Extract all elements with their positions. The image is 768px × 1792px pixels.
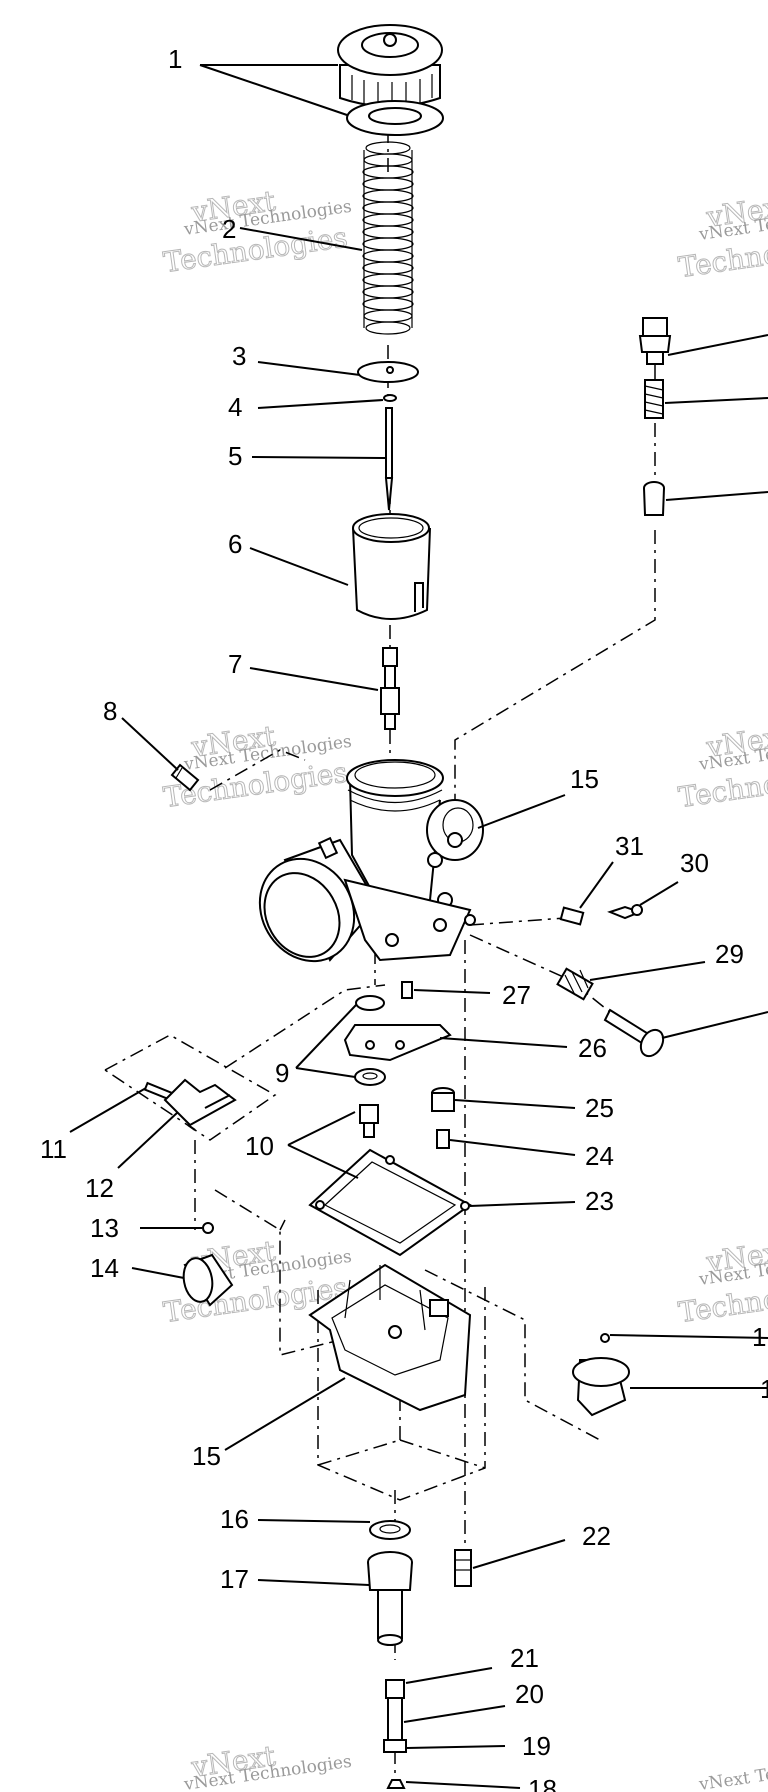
- part-7-needle-jet: [380, 647, 400, 730]
- part-17-drain-plug: [367, 1551, 413, 1646]
- part-31-spring: [559, 906, 585, 926]
- part-8-pilot-screw: [170, 763, 200, 792]
- part-30-screw: [607, 904, 643, 920]
- callout-2: 2: [222, 214, 236, 244]
- callout-20: 20: [515, 1679, 544, 1709]
- part-9-o-ring-upper: [355, 995, 385, 1011]
- callout-right-1: 1: [752, 1322, 766, 1352]
- callout-9: 9: [275, 1058, 289, 1088]
- callout-13: 13: [90, 1213, 119, 1243]
- callout-4: 4: [228, 392, 242, 422]
- part-right-fitting: [638, 317, 672, 365]
- watermark-text: vNext Technologies: [697, 1752, 768, 1792]
- part-21-jet-holder: [383, 1679, 407, 1753]
- part-24-jet: [436, 1129, 450, 1149]
- callout-31: 31: [615, 831, 644, 861]
- assembly-guide-lines: [104, 100, 656, 1782]
- callout-12: 12: [85, 1173, 114, 1203]
- callout-22: 22: [582, 1521, 611, 1551]
- callout-3: 3: [232, 341, 246, 371]
- callout-17: 17: [220, 1564, 249, 1594]
- part-9-o-ring-lower: [354, 1068, 386, 1086]
- part-15-carburetor-body: [258, 759, 484, 963]
- callout-24: 24: [585, 1141, 614, 1171]
- callout-19: 19: [522, 1731, 551, 1761]
- part-14-float: [182, 1253, 234, 1307]
- part-29-spring: [556, 967, 594, 1001]
- callout-18: 18: [528, 1774, 557, 1792]
- callout-15-upper: 15: [570, 764, 599, 794]
- part-26-plate: [343, 1024, 452, 1062]
- part-18-jet: [386, 1779, 406, 1789]
- part-5-needle: [384, 407, 394, 511]
- callout-11: 11: [40, 1134, 67, 1164]
- callout-25: 25: [585, 1093, 614, 1123]
- callout-1: 1: [168, 44, 182, 74]
- part-12-float-arm: [163, 1078, 237, 1131]
- callout-labels: 1 2 3 4 5 6 7 8 15 31 30 29 27 9 26 25 1…: [40, 44, 768, 1792]
- part-1-washer: [346, 100, 444, 136]
- part-27-float-pin: [401, 981, 413, 999]
- callout-23: 23: [585, 1186, 614, 1216]
- callout-15-lower: 15: [192, 1441, 221, 1471]
- callout-30: 30: [680, 848, 709, 878]
- callout-8: 8: [103, 696, 117, 726]
- part-6-throttle-slide: [352, 513, 431, 620]
- callout-21: 21: [510, 1643, 539, 1673]
- callout-6: 6: [228, 529, 242, 559]
- part-3-retainer: [357, 361, 419, 383]
- callout-14: 14: [90, 1253, 119, 1283]
- part-right-float: [572, 1333, 630, 1417]
- part-16-o-ring: [369, 1520, 411, 1540]
- part-15-float-bowl: [308, 1263, 472, 1412]
- callout-16: 16: [220, 1504, 249, 1534]
- callout-right-2: 1: [760, 1374, 768, 1404]
- callout-29: 29: [715, 939, 744, 969]
- part-1-cap: [337, 24, 443, 108]
- callout-10: 10: [245, 1131, 274, 1161]
- part-22-screw: [454, 1549, 472, 1587]
- callout-26: 26: [578, 1033, 607, 1063]
- part-right-screw: [603, 1008, 665, 1058]
- callout-27: 27: [502, 980, 531, 1010]
- part-10-needle-valve-seat: [359, 1104, 379, 1138]
- callout-7: 7: [228, 649, 242, 679]
- part-13-screw: [202, 1222, 214, 1234]
- leader-lines: [69, 64, 768, 1789]
- part-25-jet: [431, 1087, 455, 1112]
- callout-5: 5: [228, 441, 242, 471]
- part-2-spring: [362, 141, 414, 335]
- part-4-clip: [383, 394, 397, 402]
- part-right-spring: [644, 379, 664, 419]
- part-right-sleeve: [643, 481, 665, 516]
